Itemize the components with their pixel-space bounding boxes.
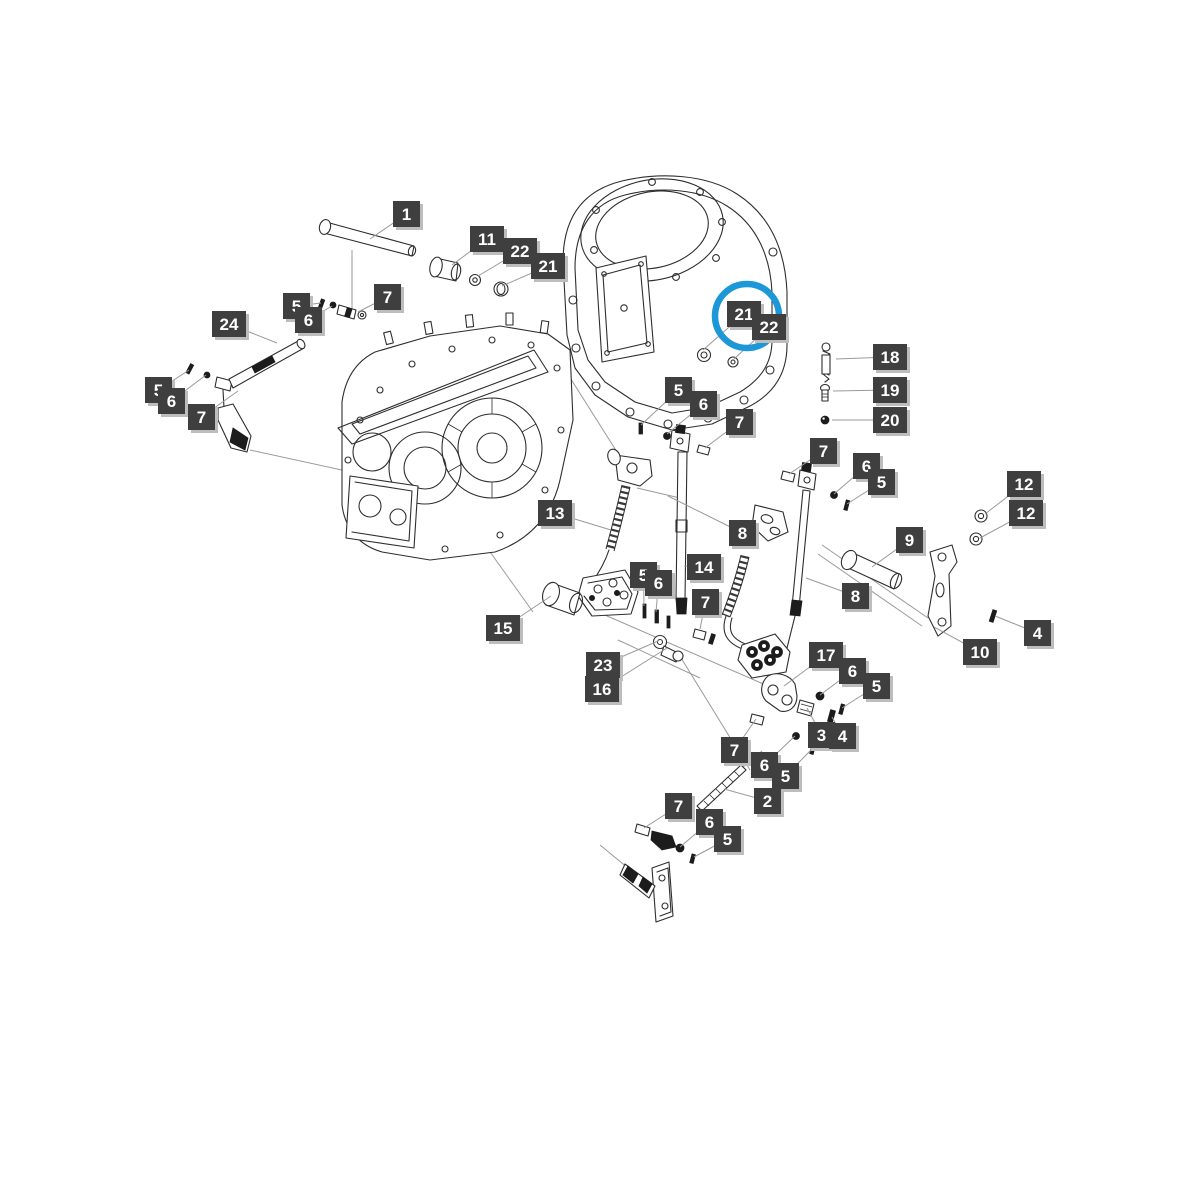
callout-23-36[interactable]: 23: [586, 652, 620, 678]
part-4-pin-right: [989, 610, 997, 623]
part-10-bracket: [928, 545, 957, 636]
part-21-plug: [494, 282, 508, 296]
callout-9-26[interactable]: 9: [896, 527, 923, 553]
callout-4-41[interactable]: 4: [829, 723, 856, 749]
callout-6-29[interactable]: 6: [645, 570, 672, 596]
callout-6-20[interactable]: 6: [853, 453, 880, 479]
part-9-pin: [838, 548, 903, 590]
callout-10-34[interactable]: 10: [963, 639, 997, 665]
part-19-screw: [821, 385, 830, 402]
callout-20-15[interactable]: 20: [873, 407, 907, 433]
callout-13-24[interactable]: 13: [538, 500, 572, 526]
callout-7-19[interactable]: 7: [810, 438, 837, 464]
callout-22-12[interactable]: 22: [752, 314, 786, 340]
callout-15-32[interactable]: 15: [486, 615, 520, 641]
pin-cluster-below: [643, 604, 715, 644]
callout-6-9[interactable]: 6: [158, 388, 185, 414]
callout-1-0[interactable]: 1: [393, 201, 420, 227]
callout-6-17[interactable]: 6: [690, 391, 717, 417]
callout-5-39[interactable]: 5: [863, 673, 890, 699]
part-14-adjust-rod: [670, 424, 690, 614]
callout-12-22[interactable]: 12: [1007, 471, 1041, 497]
part-20-ball: [821, 416, 829, 424]
callout-18-13[interactable]: 18: [873, 344, 907, 370]
callout-7-4[interactable]: 7: [374, 284, 401, 310]
part-15-bushing: [540, 580, 585, 615]
bottom-lever-and-bracket: [620, 824, 695, 922]
part-12-nuts: [970, 510, 987, 545]
part-11-bushing: [428, 256, 462, 281]
part-8-bellcrank-and-rods: [752, 462, 816, 668]
callout-4-33[interactable]: 4: [1024, 620, 1051, 646]
fastener-cluster-mid: [639, 423, 710, 455]
part-18-spring: [822, 343, 830, 382]
callout-2-45[interactable]: 2: [754, 788, 781, 814]
callout-24-7[interactable]: 24: [212, 311, 246, 337]
callout-19-14[interactable]: 19: [873, 377, 907, 403]
part-22-oring: [470, 275, 481, 286]
fastener-cluster-right: [781, 471, 850, 510]
callout-6-37[interactable]: 6: [839, 658, 866, 684]
callout-11-1[interactable]: 11: [470, 226, 504, 252]
callout-8-25[interactable]: 8: [729, 520, 756, 546]
part-1-rod: [318, 218, 417, 256]
callout-21-3[interactable]: 21: [531, 253, 565, 279]
part-23-16-clevis: [654, 636, 684, 663]
callout-8-30[interactable]: 8: [842, 583, 869, 609]
callout-17-35[interactable]: 17: [809, 642, 843, 668]
callout-7-18[interactable]: 7: [726, 409, 753, 435]
callout-12-23[interactable]: 12: [1009, 500, 1043, 526]
callout-5-44[interactable]: 5: [772, 763, 799, 789]
callout-7-42[interactable]: 7: [721, 737, 748, 763]
callout-5-21[interactable]: 5: [868, 469, 895, 495]
callout-7-10[interactable]: 7: [188, 404, 215, 430]
callout-5-48[interactable]: 5: [714, 826, 741, 852]
callout-6-6[interactable]: 6: [295, 307, 322, 333]
callout-7-46[interactable]: 7: [665, 793, 692, 819]
part-24-rod-and-lever: [186, 338, 307, 452]
callout-16-38[interactable]: 16: [585, 676, 619, 702]
callout-7-31[interactable]: 7: [692, 589, 719, 615]
callout-14-27[interactable]: 14: [687, 554, 721, 580]
callout-5-16[interactable]: 5: [665, 377, 692, 403]
